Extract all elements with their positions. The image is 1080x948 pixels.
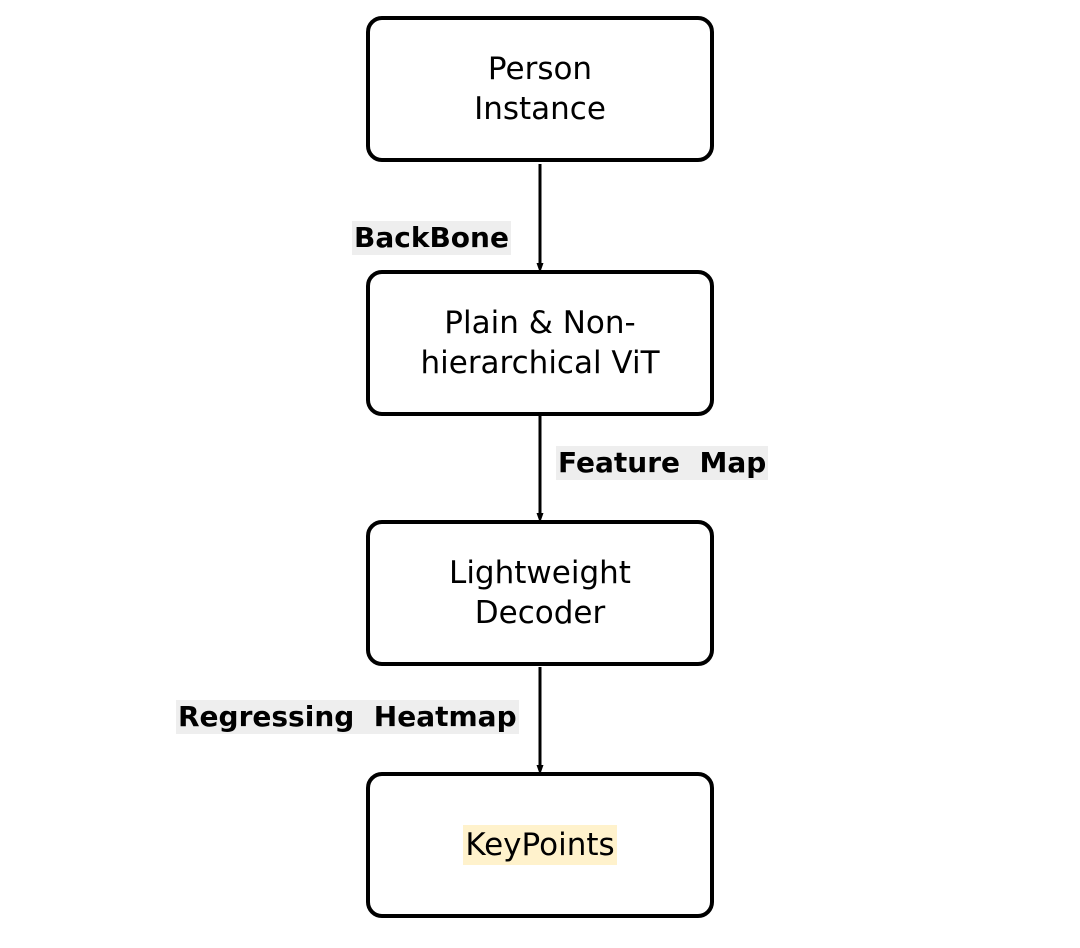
keypoints-node: KeyPoints: [366, 772, 714, 918]
backbone-edge-label: BackBone: [352, 221, 511, 255]
person-instance-node: Person Instance: [366, 16, 714, 162]
vit-backbone-label: Plain & Non- hierarchical ViT: [420, 305, 660, 381]
decoder-node: Lightweight Decoder: [366, 520, 714, 666]
feature-map-edge-label: Feature Map: [556, 446, 769, 480]
person-instance-label: Person Instance: [474, 51, 606, 127]
keypoints-label: KeyPoints: [463, 825, 617, 865]
decoder-label: Lightweight Decoder: [449, 555, 631, 631]
regressing-heatmap-edge-label: Regressing Heatmap: [176, 700, 519, 734]
vit-backbone-node: Plain & Non- hierarchical ViT: [366, 270, 714, 416]
